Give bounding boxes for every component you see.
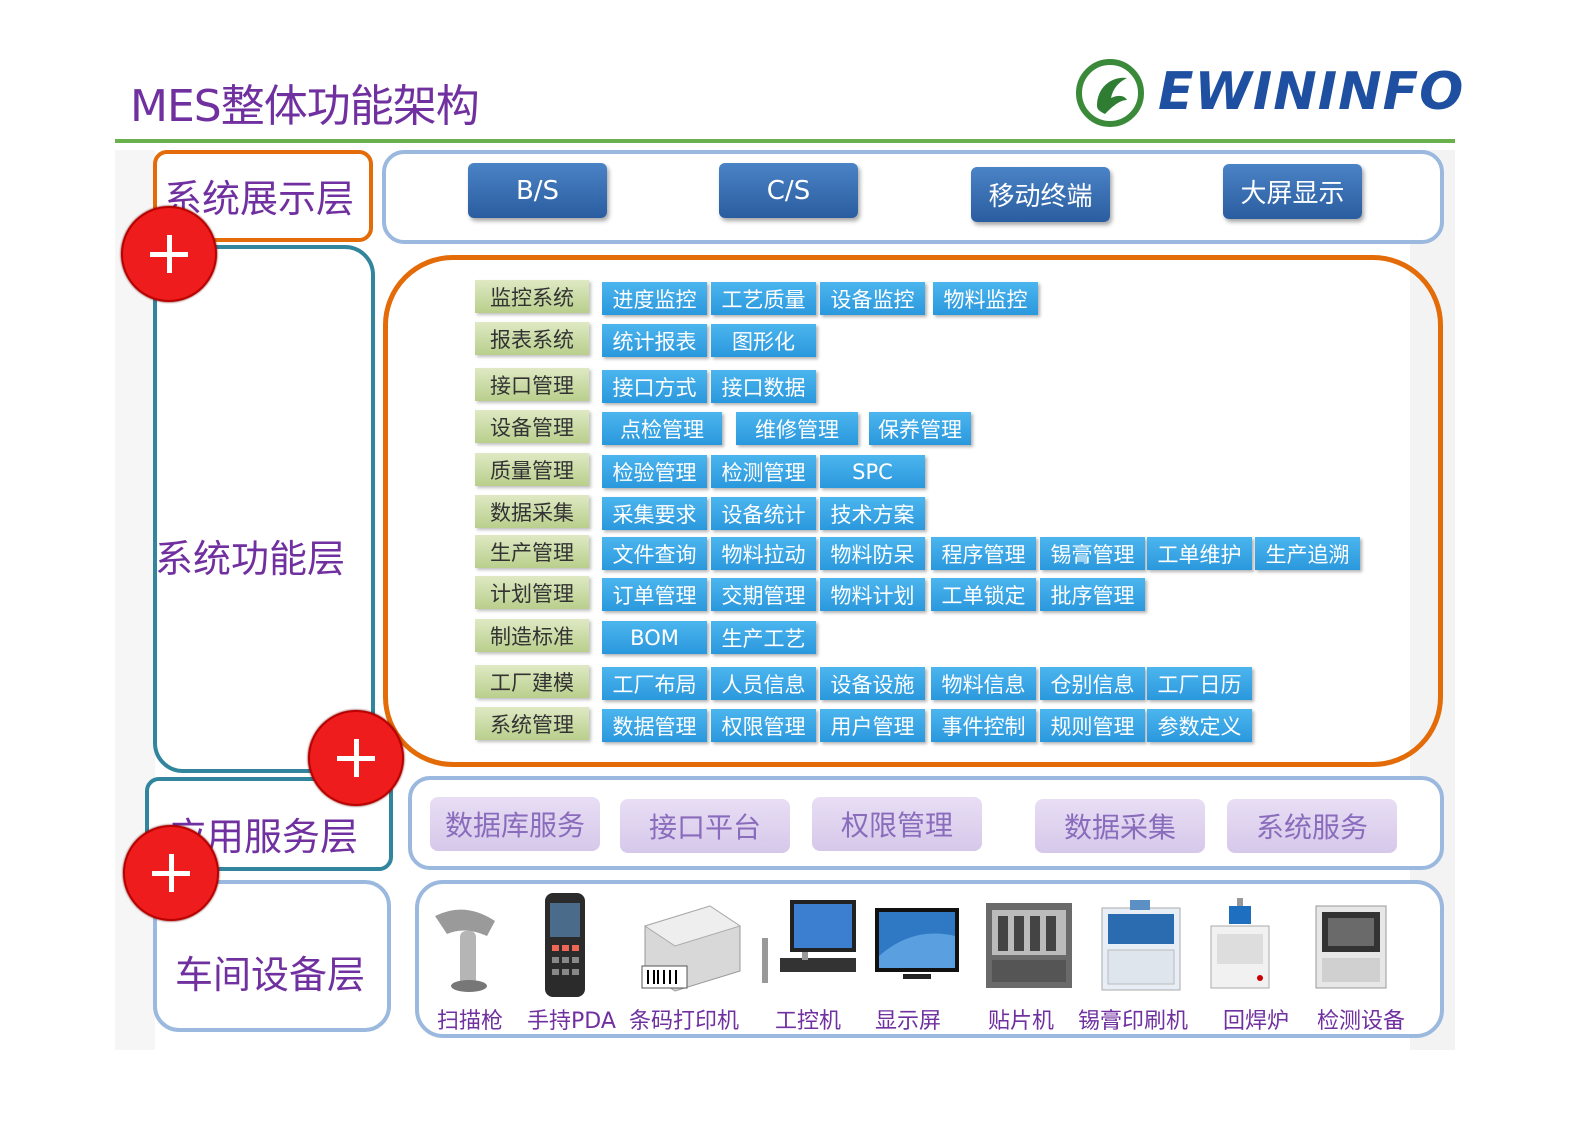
- function-category-4: 质量管理: [475, 453, 589, 486]
- function-item[interactable]: 物料计划: [820, 578, 925, 611]
- function-item[interactable]: 人员信息: [711, 667, 816, 700]
- function-item[interactable]: 图形化: [711, 324, 816, 357]
- function-category-9: 工厂建模: [475, 665, 589, 698]
- industrial-pc-icon: [752, 893, 860, 998]
- plus-icon[interactable]: [123, 825, 219, 921]
- solder-paste-printer-icon: [1100, 893, 1182, 998]
- function-item[interactable]: 文件查询: [602, 537, 707, 570]
- handheld-pda-icon: [540, 892, 590, 998]
- reflow-oven-icon: [1205, 893, 1275, 998]
- function-category-5: 数据采集: [475, 495, 589, 528]
- device-label: 显示屏: [875, 1009, 942, 1034]
- function-category-3: 设备管理: [475, 410, 589, 443]
- function-item[interactable]: 批序管理: [1040, 578, 1145, 611]
- function-item[interactable]: 用户管理: [820, 709, 925, 742]
- function-item[interactable]: 统计报表: [602, 324, 707, 357]
- function-item[interactable]: 参数定义: [1147, 709, 1252, 742]
- layer-label-device: 车间设备层: [175, 953, 366, 997]
- function-item[interactable]: 物料拉动: [711, 537, 816, 570]
- function-item[interactable]: 程序管理: [931, 537, 1036, 570]
- function-item[interactable]: 生产工艺: [711, 621, 816, 654]
- service-button[interactable]: 数据采集: [1035, 799, 1205, 853]
- function-category-0: 监控系统: [475, 280, 589, 313]
- plus-icon[interactable]: [308, 710, 404, 806]
- function-item[interactable]: 工艺质量: [711, 282, 816, 315]
- function-item[interactable]: 进度监控: [602, 282, 707, 315]
- function-item[interactable]: 交期管理: [711, 578, 816, 611]
- function-item[interactable]: 工厂日历: [1147, 667, 1252, 700]
- function-item[interactable]: 物料防呆: [820, 537, 925, 570]
- device-label: 工控机: [775, 1009, 842, 1034]
- header-divider: [115, 139, 1455, 143]
- display-button[interactable]: C/S: [719, 163, 858, 218]
- layer-box-function: [153, 245, 375, 773]
- function-item[interactable]: 技术方案: [820, 497, 925, 530]
- service-button[interactable]: 接口平台: [620, 799, 790, 853]
- function-item[interactable]: SPC: [820, 455, 925, 488]
- device-label: 检测设备: [1317, 1009, 1406, 1034]
- function-item[interactable]: 设备设施: [820, 667, 925, 700]
- function-category-1: 报表系统: [475, 322, 589, 355]
- service-button[interactable]: 权限管理: [812, 797, 982, 851]
- function-category-6: 生产管理: [475, 535, 589, 568]
- function-item[interactable]: 点检管理: [602, 412, 722, 445]
- device-label: 条码打印机: [629, 1009, 740, 1034]
- page-title: MES整体功能架构: [130, 81, 480, 132]
- function-item[interactable]: 检验管理: [602, 455, 707, 488]
- function-item[interactable]: 工单锁定: [931, 578, 1036, 611]
- layer-label-function: 系统功能层: [155, 537, 346, 581]
- monitor-icon: [873, 893, 961, 998]
- device-label: 回焊炉: [1223, 1009, 1290, 1034]
- function-item[interactable]: BOM: [602, 621, 707, 654]
- function-item[interactable]: 锡膏管理: [1040, 537, 1145, 570]
- plus-icon[interactable]: [121, 206, 217, 302]
- function-item[interactable]: 权限管理: [711, 709, 816, 742]
- logo-wordmark: EWININFO: [1158, 62, 1465, 122]
- function-category-7: 计划管理: [475, 576, 589, 609]
- function-item[interactable]: 事件控制: [931, 709, 1036, 742]
- function-item[interactable]: 物料监控: [933, 282, 1038, 315]
- service-button[interactable]: 系统服务: [1227, 799, 1397, 853]
- device-label: 扫描枪: [437, 1009, 504, 1034]
- function-item[interactable]: 接口方式: [602, 370, 707, 403]
- pick-and-place-machine-icon: [984, 893, 1074, 998]
- function-item[interactable]: 采集要求: [602, 497, 707, 530]
- display-button[interactable]: 移动终端: [971, 167, 1110, 222]
- function-item[interactable]: 规则管理: [1040, 709, 1145, 742]
- service-button[interactable]: 数据库服务: [430, 797, 600, 851]
- device-label: 锡膏印刷机: [1078, 1009, 1189, 1034]
- device-label: 贴片机: [988, 1009, 1055, 1034]
- layer-box-device: [153, 880, 391, 1032]
- label-printer-icon: [630, 893, 745, 998]
- function-category-10: 系统管理: [475, 707, 589, 740]
- function-item[interactable]: 工单维护: [1147, 537, 1252, 570]
- function-panel: [383, 255, 1443, 767]
- display-button[interactable]: B/S: [468, 163, 607, 218]
- function-item[interactable]: 仓别信息: [1040, 667, 1145, 700]
- function-item[interactable]: 数据管理: [602, 709, 707, 742]
- function-item[interactable]: 设备统计: [711, 497, 816, 530]
- function-item[interactable]: 检测管理: [711, 455, 816, 488]
- function-category-8: 制造标准: [475, 619, 589, 652]
- device-label: 手持PDA: [527, 1009, 616, 1034]
- function-item[interactable]: 工厂布局: [602, 667, 707, 700]
- display-button[interactable]: 大屏显示: [1223, 164, 1362, 219]
- function-item[interactable]: 订单管理: [602, 578, 707, 611]
- function-item[interactable]: 接口数据: [711, 370, 816, 403]
- function-category-2: 接口管理: [475, 368, 589, 401]
- function-item[interactable]: 设备监控: [820, 282, 925, 315]
- ewininfo-swirl-logo: [1076, 59, 1144, 127]
- barcode-scanner-icon: [425, 893, 505, 998]
- function-item[interactable]: 生产追溯: [1255, 537, 1360, 570]
- function-item[interactable]: 维修管理: [736, 412, 858, 445]
- function-item[interactable]: 物料信息: [931, 667, 1036, 700]
- function-item[interactable]: 保养管理: [869, 412, 971, 445]
- inspection-equipment-icon: [1310, 893, 1392, 998]
